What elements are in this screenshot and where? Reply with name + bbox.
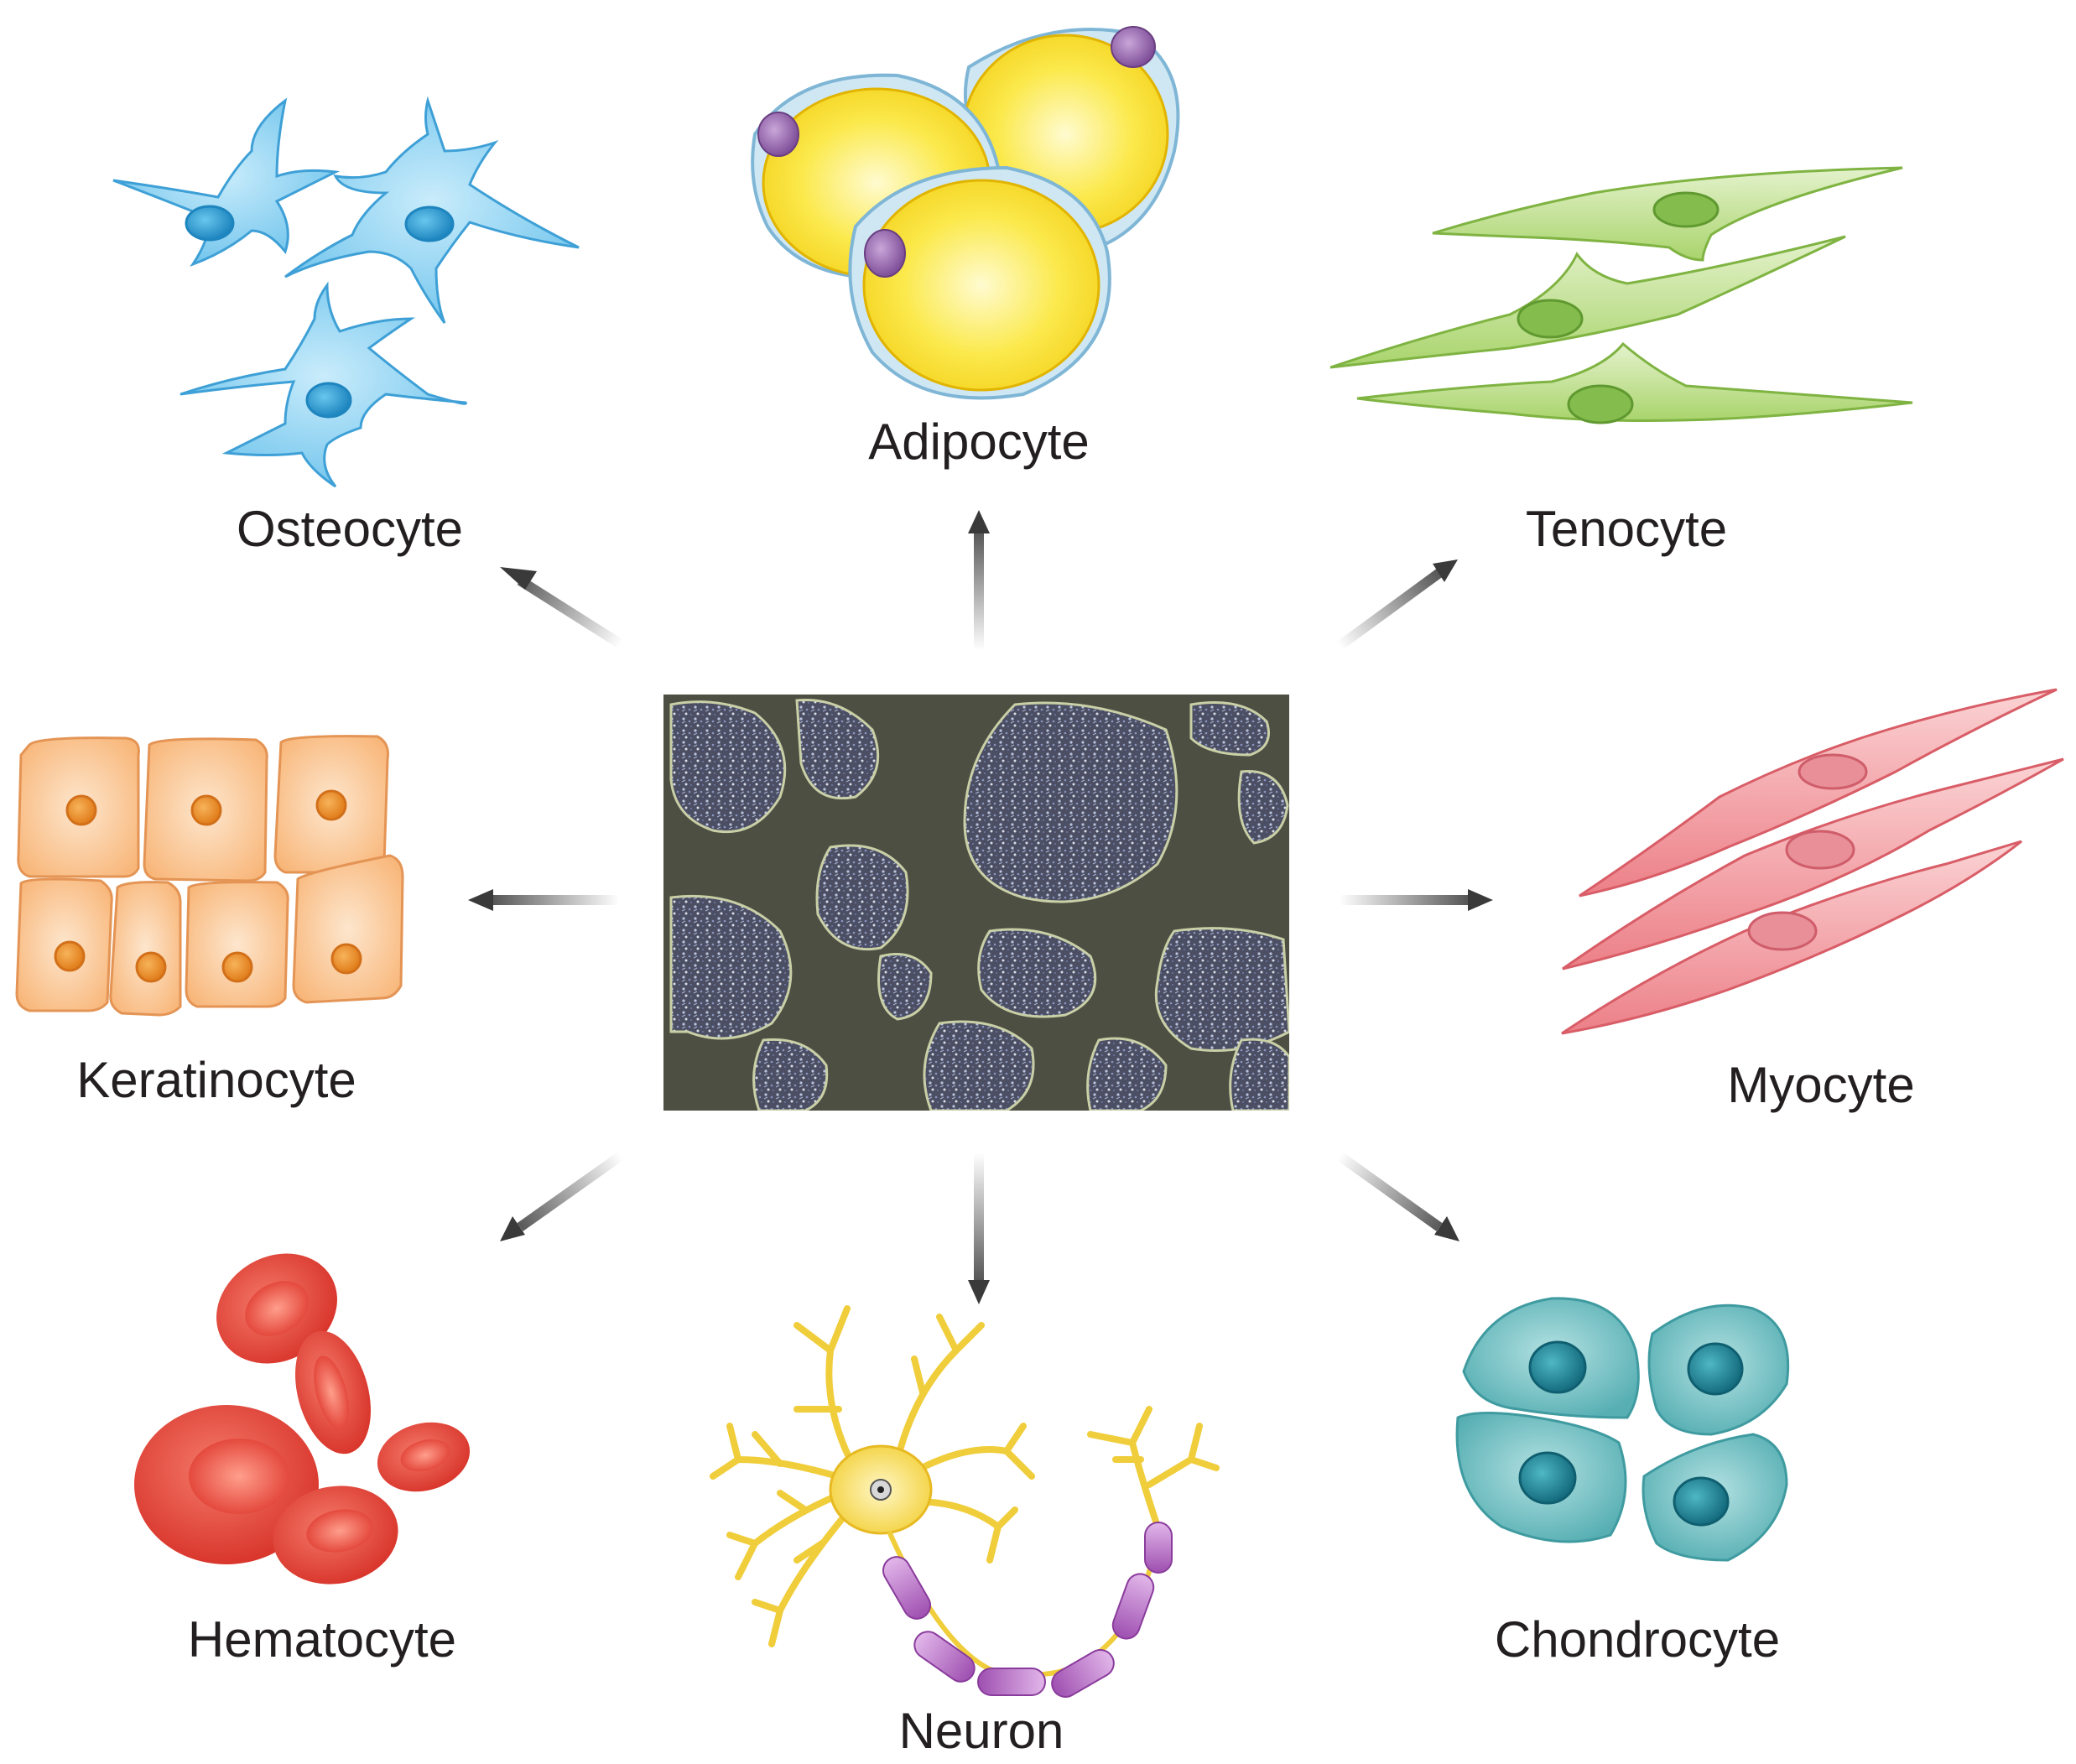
arrow-to-neuron (968, 1153, 990, 1304)
keratinocyte-icon (15, 735, 404, 1017)
arrow-to-chondrocyte (1336, 1152, 1459, 1241)
hematocyte-label: Hematocyte (188, 1611, 456, 1668)
adipocyte-label: Adipocyte (868, 414, 1090, 470)
chondrocyte-icon (1455, 1297, 1790, 1562)
arrow-to-hematocyte (500, 1152, 624, 1241)
myocyte-label: Myocyte (1727, 1057, 1914, 1113)
osteocyte-label: Osteocyte (237, 501, 463, 557)
arrow-to-tenocyte (1336, 559, 1458, 650)
myocyte-icon (1561, 688, 2064, 1035)
arrow-to-adipocyte (968, 510, 990, 650)
stem-cell-micrograph (663, 695, 1289, 1111)
chondrocyte-label: Chondrocyte (1495, 1611, 1780, 1668)
arrow-to-keratinocyte (468, 889, 619, 911)
arrow-to-myocyte (1340, 889, 1493, 911)
neuron-icon (710, 1305, 1220, 1698)
keratinocyte-label: Keratinocyte (76, 1052, 356, 1108)
red-blood-cell-icon (134, 1253, 471, 1584)
tenocyte-icon (1329, 166, 1913, 424)
adipocyte-icon (751, 26, 1180, 400)
tenocyte-label: Tenocyte (1526, 501, 1727, 557)
arrow-to-osteocyte (500, 567, 624, 649)
osteocyte-icon (112, 96, 580, 488)
arrows (468, 510, 1493, 1304)
neuron-label: Neuron (899, 1703, 1064, 1759)
